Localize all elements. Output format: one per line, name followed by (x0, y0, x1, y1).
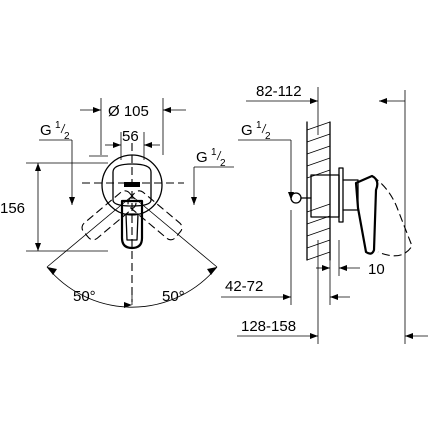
thread-left-den: 2 (64, 131, 70, 142)
dim-bottom-label: 128-158 (241, 318, 296, 335)
rosette-plate (101, 154, 163, 216)
diameter-dimension: Ø 105 (80, 98, 186, 155)
dim-right-label: 10 (368, 261, 385, 278)
width-label: 56 (122, 128, 139, 145)
height-label: 156 (0, 200, 25, 217)
width-dimension: 56 (105, 128, 160, 160)
thread-left-base: G (40, 122, 52, 139)
front-view: Ø 105 56 156 G 1 2 (0, 98, 234, 308)
wall-section (306, 121, 331, 261)
dim-82-112: 82-112 (246, 83, 405, 135)
dim-top-label: 82-112 (256, 83, 302, 100)
lever-handle (120, 199, 144, 250)
dim-mid-label: 42-72 (225, 278, 263, 295)
thread-side-callout: G 1 2 (238, 120, 294, 200)
dim-42-72: 42-72 (221, 210, 350, 305)
thread-left-num: 1 (55, 120, 61, 131)
angle-arc (46, 266, 218, 308)
dim-10: 10 (316, 240, 385, 278)
thread-right-den: 2 (220, 158, 226, 169)
thread-right-callout: G 1 2 (191, 147, 234, 205)
thread-left-callout: G 1 2 (39, 120, 75, 205)
thread-right-base: G (196, 149, 208, 166)
rosette-side (338, 167, 344, 223)
thread-right-num: 1 (211, 147, 217, 158)
angle-right-label: 50° (162, 288, 185, 305)
inlet-fitting (290, 192, 302, 204)
diameter-label: Ø 105 (108, 103, 149, 120)
valve-housing (310, 174, 340, 218)
lever-side (354, 174, 379, 255)
thread-side-num: 1 (256, 120, 262, 131)
thread-side-den: 2 (265, 131, 271, 142)
angle-left-label: 50° (73, 288, 96, 305)
height-dimension: 156 (0, 162, 108, 252)
dim-128-158: 128-158 (237, 90, 428, 344)
side-view: 82-112 G 1 2 (221, 83, 428, 344)
lever-mark (124, 182, 140, 187)
thread-side-base: G (241, 122, 253, 139)
valve-body (290, 167, 359, 223)
lever-swing-path (371, 175, 413, 257)
lever-inset (125, 213, 139, 241)
